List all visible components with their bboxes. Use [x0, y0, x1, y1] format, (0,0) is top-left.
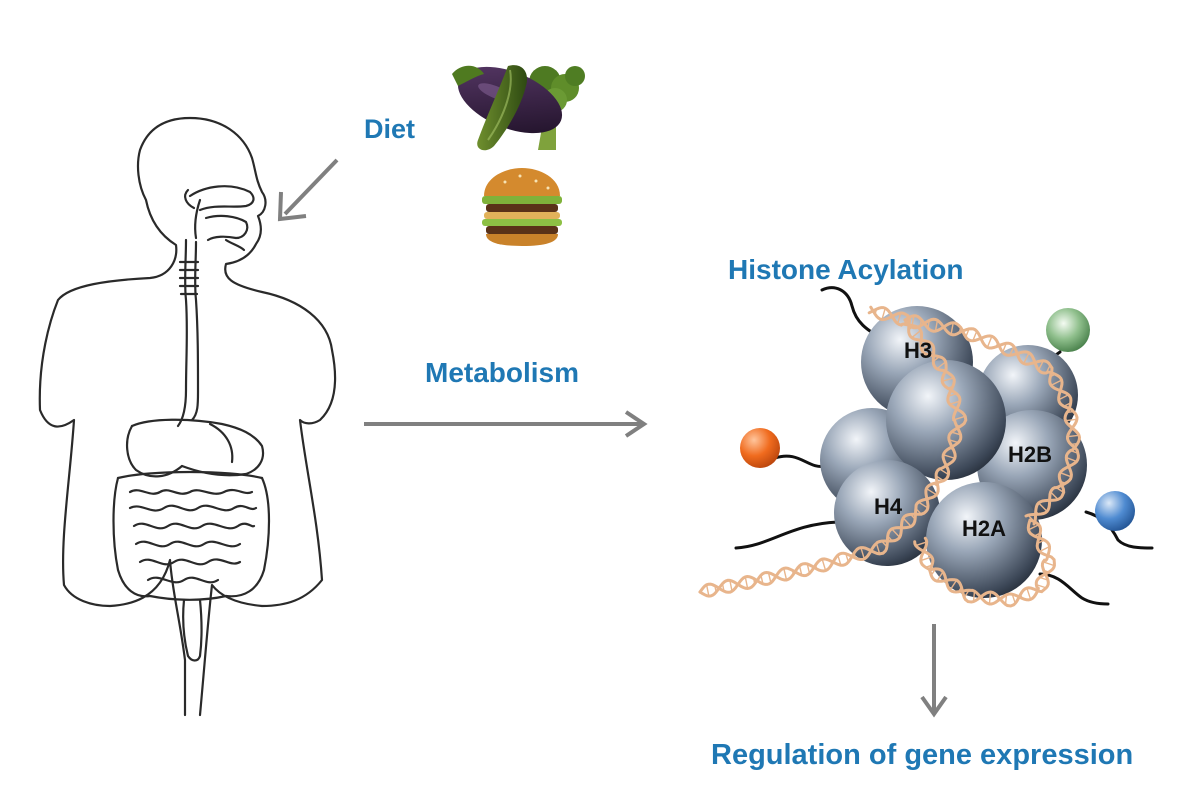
- dna-rung: [949, 579, 958, 591]
- dna-rung: [744, 576, 749, 590]
- dna-rung: [941, 377, 955, 383]
- dna-rung: [1027, 524, 1040, 531]
- dna-rung: [1022, 352, 1030, 365]
- dna-rung: [986, 335, 993, 349]
- diet-label: Diet: [364, 114, 416, 144]
- burger-icon: [482, 168, 562, 246]
- dna-rung: [972, 590, 976, 603]
- dna-rung: [915, 541, 928, 547]
- histone-label-h2a: H2A: [962, 516, 1006, 541]
- dna-rung: [783, 567, 788, 581]
- dna-rung: [950, 322, 954, 336]
- vegetables-icon: [452, 65, 585, 151]
- regulation-arrow: [920, 624, 948, 718]
- dna-rung: [860, 546, 865, 560]
- dna-rung: [1058, 394, 1070, 401]
- dna-rung: [1042, 561, 1056, 567]
- dna-rung: [921, 342, 932, 351]
- dna-strand-2-1: [919, 518, 1056, 606]
- dna-rung: [942, 454, 956, 459]
- dna-rung: [911, 329, 922, 339]
- dna-rung: [1050, 379, 1063, 387]
- metabolism-arrow: [364, 410, 648, 438]
- dna-strand-1-1: [903, 314, 1080, 526]
- dna-rung: [934, 319, 939, 332]
- dna-rung: [917, 501, 929, 509]
- dna-rung: [896, 312, 902, 325]
- dna-rung: [821, 558, 827, 572]
- dna-rung: [1037, 502, 1048, 513]
- dna-strands: [698, 305, 1082, 608]
- dna-rung: [1066, 434, 1080, 438]
- dna-rung: [911, 315, 915, 328]
- nucleosome-icon: [734, 286, 1154, 606]
- dna-rung: [705, 584, 710, 597]
- histone-h2a: [926, 482, 1042, 598]
- metabolism-label: Metabolism: [425, 357, 580, 388]
- dna-rung: [1065, 456, 1078, 463]
- histone-h4: [834, 460, 940, 566]
- dna-strand-1-0: [903, 317, 1082, 518]
- dna-strand-2-0: [913, 518, 1051, 608]
- dna-rung: [1026, 587, 1032, 601]
- histone-label-h2b: H2B: [1008, 442, 1052, 467]
- dna-rung: [881, 307, 886, 321]
- dna-rung: [1064, 418, 1078, 422]
- dna-rung: [1038, 545, 1051, 553]
- dna-rung: [902, 517, 912, 528]
- dna-rung: [875, 542, 881, 555]
- histone-acylation-label: Histone Acylation: [728, 254, 964, 285]
- dna-rung: [920, 556, 933, 562]
- dna-rung: [936, 361, 947, 370]
- histone-label-h4: H4: [874, 494, 903, 519]
- regulation-label: Regulation of gene expression: [711, 739, 1134, 771]
- dna-rung: [952, 415, 966, 421]
- histone-center: [886, 360, 1006, 480]
- dna-rung: [925, 487, 938, 496]
- histone-label-h3: H3: [904, 338, 932, 363]
- human-body-outline-icon: [38, 116, 337, 717]
- dna-rung: [1049, 491, 1059, 501]
- dna-rung: [1059, 471, 1072, 478]
- dna-rung: [729, 579, 733, 592]
- dna-rung: [891, 528, 901, 538]
- diet-arrow: [277, 158, 339, 222]
- dna-rung: [988, 591, 992, 605]
- dna-strand-0-1: [698, 305, 968, 594]
- dna-rung: [936, 571, 944, 582]
